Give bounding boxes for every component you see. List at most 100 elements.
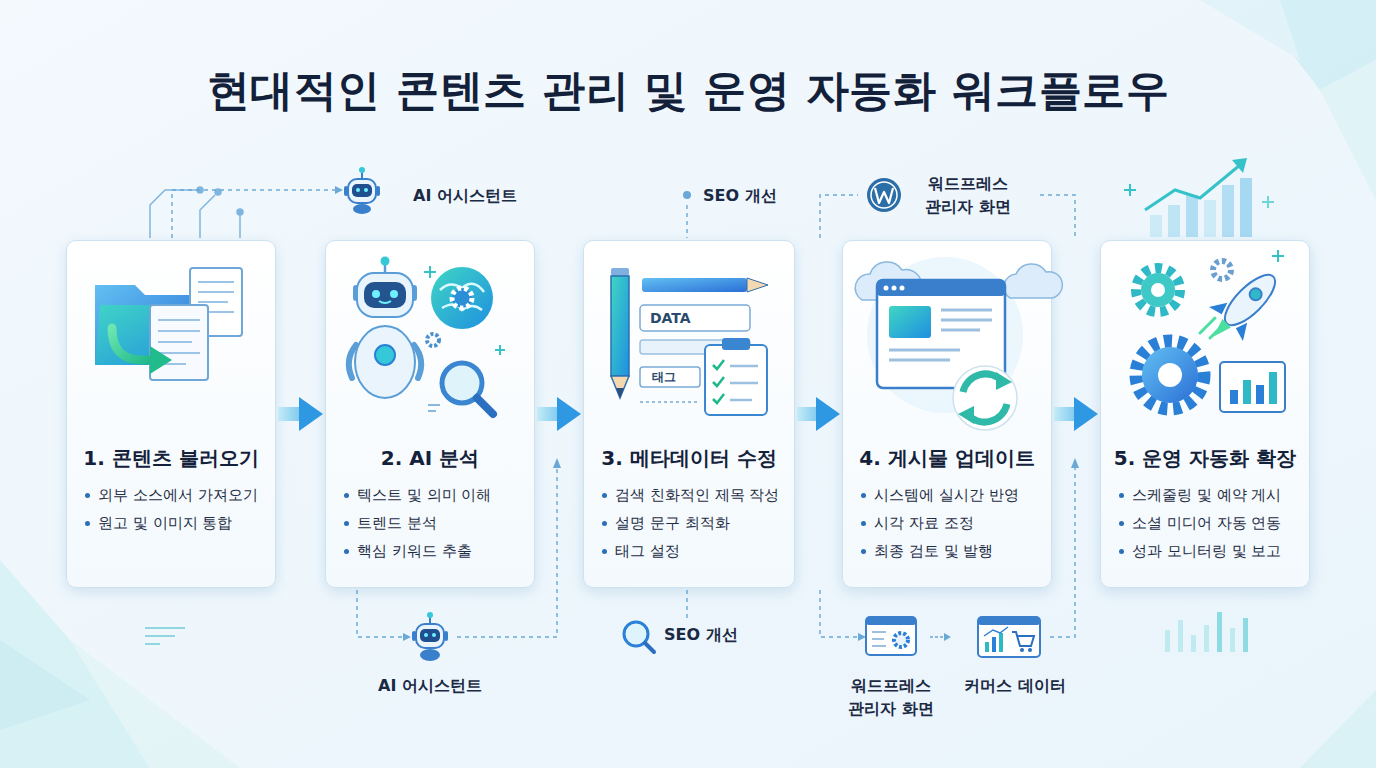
decor-shape [1191, 635, 1196, 652]
decor-shape [1145, 165, 1240, 210]
decor-shape [145, 628, 185, 644]
step-heading: 5. 운영 자동화 확장 [1101, 445, 1309, 472]
decor-shape [642, 278, 747, 292]
decor-shape [884, 286, 889, 291]
decor-shape [713, 394, 724, 403]
bullet-dot [602, 521, 607, 526]
bullet-row: 텍스트 및 의미 이해 [344, 481, 530, 509]
decor-shape [1262, 196, 1274, 208]
decor-shape [1209, 319, 1231, 341]
decor-shape [611, 376, 629, 398]
bullet-row: 핵심 키워드 추출 [344, 537, 530, 565]
decor-shape [855, 262, 921, 300]
decor-shape [978, 617, 1040, 625]
decor-shape [930, 636, 944, 638]
decor-shape [432, 633, 436, 637]
bullet-text: 스케줄링 및 예약 게시 [1132, 486, 1281, 505]
process-card: 5. 운영 자동화 확장스케줄링 및 예약 게시소셜 미디어 자동 연동성과 모… [1100, 240, 1310, 588]
decor-shape [427, 334, 439, 346]
bullet-text: 원고 및 이미지 통합 [98, 514, 232, 533]
decor-shape [967, 404, 1007, 422]
decor-shape [871, 182, 897, 208]
bullet-row: 설명 문구 최적화 [602, 509, 790, 537]
decor-shape [1220, 362, 1285, 412]
decor-shape [1204, 625, 1209, 652]
decor-shape [1256, 385, 1264, 404]
decor-shape [866, 617, 916, 655]
decor-shape [1240, 178, 1252, 237]
decor-shape [900, 286, 905, 291]
decor-shape [1200, 0, 1300, 60]
bottom-bars-decor [1165, 612, 1248, 652]
bullet-text: 텍스트 및 의미 이해 [357, 486, 491, 505]
seo-magnifier-bottom [624, 622, 654, 652]
bullet-row: 성과 모니터링 및 보고 [1119, 537, 1305, 565]
decor-shape [624, 622, 648, 646]
decor-shape [355, 326, 415, 398]
decor-shape [1272, 250, 1284, 262]
decor-shape [996, 372, 1012, 390]
decor-shape [428, 405, 440, 411]
decor-shape [375, 345, 395, 365]
annotation-label: SEO 개선 [664, 623, 774, 646]
step-heading: 4. 게시물 업데이트 [843, 445, 1051, 472]
metadata-icon [611, 268, 768, 415]
step-heading: 2. AI 분석 [326, 445, 534, 472]
ai-analysis-icon [349, 257, 505, 415]
bullet-text: 외부 소스에서 가져오기 [98, 486, 258, 505]
decor-shape [150, 346, 172, 374]
decor-shape [686, 590, 687, 622]
bullet-dot [602, 549, 607, 554]
decor-shape [1213, 261, 1231, 279]
decor-shape [200, 195, 215, 238]
decor-shape [457, 466, 557, 637]
decor-shape [1222, 185, 1234, 237]
assistant-icon-top [344, 167, 380, 214]
decor-shape [440, 284, 484, 310]
bullet-dot [1119, 493, 1124, 498]
decor-shape [889, 306, 931, 338]
decor-shape [1250, 0, 1376, 90]
decor-shape [1204, 200, 1216, 237]
bullet-list: 시스템에 실시간 반영시각 자료 조정최종 검토 및 발행 [861, 481, 1047, 565]
leader-heads [335, 186, 1079, 641]
decor-shape [390, 290, 398, 298]
bullet-dot [602, 493, 607, 498]
bullet-dot [344, 493, 349, 498]
decor-shape [875, 188, 893, 203]
decor-shape [1020, 648, 1024, 652]
wordpress-logo-top [867, 178, 901, 212]
flow-arrow [537, 407, 557, 421]
process-card: 1. 콘텐츠 불러오기외부 소스에서 가져오기원고 및 이미지 통합 [66, 240, 276, 588]
bullet-dot [344, 549, 349, 554]
bullet-list: 텍스트 및 의미 이해트렌드 분석핵심 키워드 추출 [344, 481, 530, 565]
decor-shape [1050, 466, 1075, 637]
decor-shape [611, 268, 629, 276]
circuit-traces [150, 187, 243, 238]
bullet-list: 검색 친화적인 제목 작성설명 문구 최적화태그 설정 [602, 481, 790, 565]
decor-shape [1028, 648, 1032, 652]
decor-shape [112, 328, 152, 360]
annotation-label: AI 어시스턴트 [413, 184, 543, 207]
decor-shape [958, 406, 974, 424]
bullet-list: 스케줄링 및 예약 게시소셜 미디어 자동 연동성과 모니터링 및 보고 [1119, 481, 1305, 565]
bullet-row: 태그 설정 [602, 537, 790, 565]
decor-shape [1168, 205, 1180, 237]
decor-shape [150, 305, 208, 380]
decor-shape [95, 285, 200, 365]
bullet-row: 최종 검토 및 발행 [861, 537, 1047, 565]
decor-shape [1269, 372, 1277, 404]
decor-shape [412, 631, 416, 641]
annotation-label: 태그 [652, 366, 696, 389]
decor-shape [1243, 380, 1251, 404]
bottom-left-marks [145, 628, 185, 644]
decor-shape [640, 340, 750, 354]
flow-arrow [278, 407, 299, 421]
decor-shape [1230, 628, 1235, 652]
decor-shape [384, 264, 387, 273]
